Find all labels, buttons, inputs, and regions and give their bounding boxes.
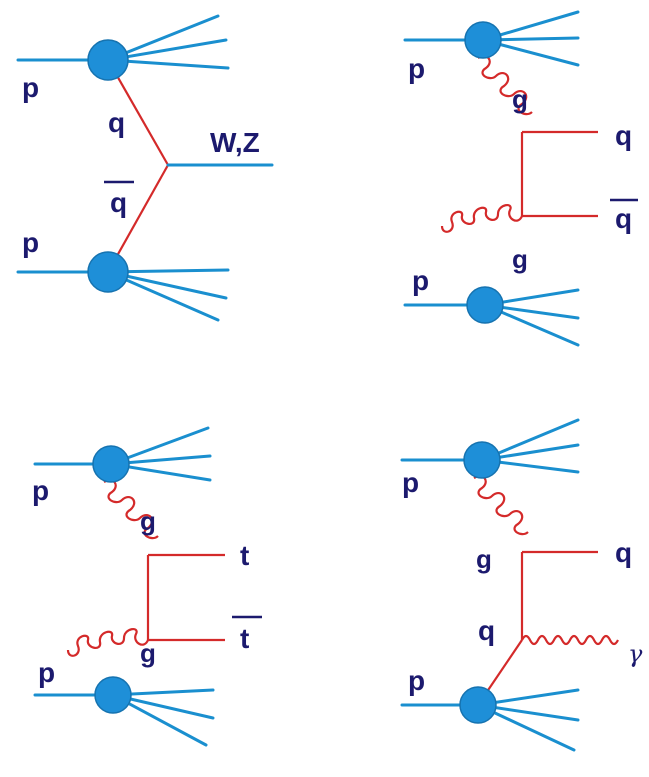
gluon-bottom-label: g: [140, 638, 156, 668]
proton-top-label: p: [22, 72, 39, 103]
diagram-gg-qqbar: p p g g q q: [403, 10, 638, 347]
proton-top-label: p: [408, 53, 425, 84]
proton-top-blob: [87, 39, 129, 81]
proton-top-label: p: [32, 475, 49, 506]
outgoing-quark-label: q: [615, 537, 632, 568]
gluon-bottom-line: [66, 628, 150, 657]
outgoing-antiquark-label: q: [615, 203, 632, 234]
proton-bottom-label: p: [22, 227, 39, 258]
diagram-qg-qgamma: p p g q q γ: [400, 418, 643, 752]
photon-line: [521, 634, 619, 646]
photon-label: γ: [628, 640, 643, 668]
antiquark-label: q: [110, 187, 127, 218]
outgoing-top-label: t: [240, 540, 249, 571]
gluon-top-line: [103, 479, 159, 540]
proton-top-blob: [463, 441, 501, 479]
proton-bottom-label: p: [408, 665, 425, 696]
quark-label: q: [108, 107, 125, 138]
gluon-label: g: [476, 544, 492, 574]
gluon-line: [473, 475, 529, 536]
gluon-top-label: g: [140, 506, 156, 536]
proton-top-blob: [92, 445, 130, 483]
outgoing-antitop-label: t: [240, 623, 249, 654]
proton-bottom-blob: [466, 286, 504, 324]
proton-bottom-label: p: [38, 657, 55, 688]
proton-top-blob: [464, 21, 502, 59]
proton-top-label: p: [402, 467, 419, 498]
gluon-top-label: g: [512, 84, 528, 114]
diagram-drell-yan: p p q q W,Z: [16, 14, 274, 322]
gluon-top-line: [477, 55, 533, 116]
gluon-bottom-label: g: [512, 244, 528, 274]
proton-bottom-label: p: [412, 265, 429, 296]
diagram-gg-ttbar: p p g g t t: [32, 426, 262, 747]
gluon-bottom-line: [440, 204, 524, 233]
boson-label: W,Z: [210, 127, 260, 158]
proton-bottom-blob: [459, 686, 497, 724]
quark-label: q: [478, 615, 495, 646]
proton-bottom-blob: [94, 676, 132, 714]
outgoing-quark-label: q: [615, 120, 632, 151]
proton-bottom-blob: [87, 251, 129, 293]
